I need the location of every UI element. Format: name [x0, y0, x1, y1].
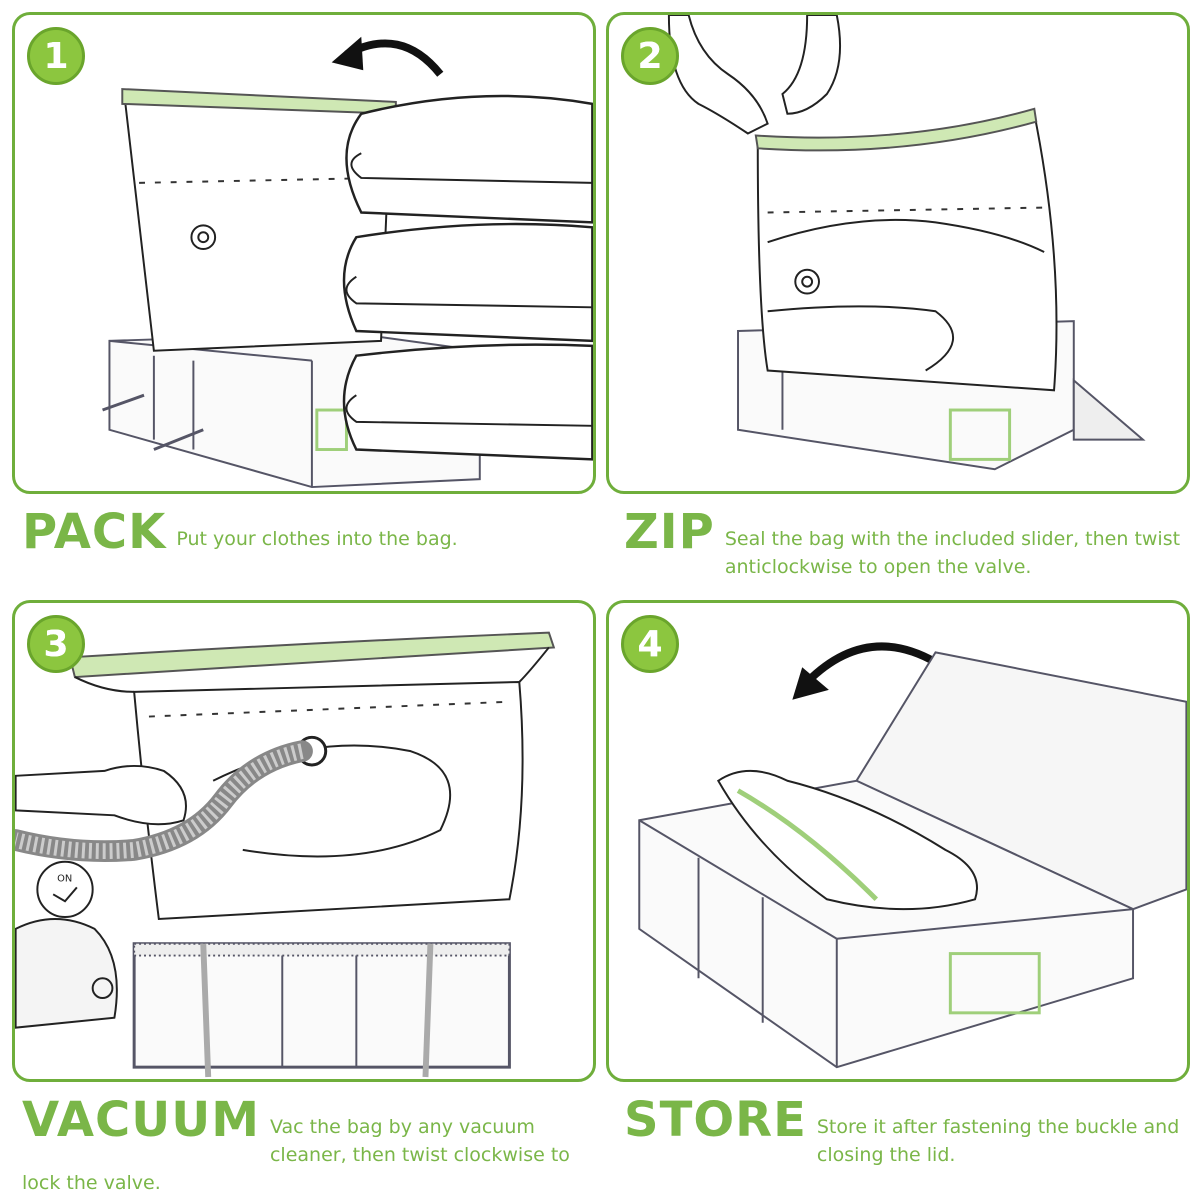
- step-4-title: STORE: [624, 1092, 807, 1148]
- step-2-caption: ZIP Seal the bag with the included slide…: [624, 505, 1199, 581]
- box-lid: [855, 651, 1187, 911]
- arrow-head: [331, 36, 364, 71]
- valve-on-label: ON: [57, 873, 72, 884]
- step-1-badge: 1: [27, 27, 85, 85]
- hand-right-icon: [781, 15, 842, 115]
- bag-zip-strap: [754, 107, 1038, 152]
- step-4-panel: 4: [606, 600, 1190, 1082]
- step-1-title: PACK: [22, 504, 167, 560]
- arrow-head: [792, 667, 829, 700]
- hand-icon: [15, 764, 187, 826]
- step-3-title: VACUUM: [22, 1092, 260, 1148]
- step-1-illustration: [102, 36, 593, 489]
- vacuum-bag: [133, 680, 524, 921]
- step-3-caption: VACUUM Vac the bag by any vacuum cleaner…: [22, 1093, 597, 1197]
- valve-icon: [794, 268, 820, 295]
- step-4-text: Store it after fastening the buckle and …: [816, 1116, 1180, 1166]
- arrow-icon: [804, 642, 938, 685]
- storage-box: [132, 942, 511, 1069]
- hand-left-icon: [667, 15, 769, 135]
- step-2-badge: 2: [621, 27, 679, 85]
- step-2-panel: 2: [606, 12, 1190, 494]
- vacuum-cleaner-icon: [15, 918, 118, 1029]
- step-4-badge: 4: [621, 615, 679, 673]
- valve-callout: [36, 860, 94, 919]
- step-1-panel: 1: [12, 12, 596, 494]
- box-strap: [102, 393, 204, 451]
- step-1-text: Put your clothes into the bag.: [176, 528, 458, 550]
- step-3-text: Vac the bag by any vacuum cleaner, then …: [22, 1116, 570, 1194]
- vacuum-bag: [756, 112, 1058, 392]
- step-2-title: ZIP: [624, 504, 715, 560]
- folded-clothes-3: [342, 343, 593, 461]
- step-4-illustration: [638, 642, 1187, 1069]
- valve-icon: [190, 224, 217, 251]
- folded-clothes-1: [345, 94, 593, 224]
- step-2-illustration: [667, 15, 1146, 471]
- step-3-panel: 3 ON: [12, 600, 596, 1082]
- step-3-badge: 3: [27, 615, 85, 673]
- vacuum-bag: [716, 770, 978, 911]
- step-2-text: Seal the bag with the included slider, t…: [724, 528, 1181, 578]
- bag-zip-strap: [68, 631, 556, 679]
- box-strap: [200, 943, 434, 1078]
- step-3-illustration: ON: [15, 631, 556, 1078]
- bag-zip-strap: [736, 788, 879, 902]
- step-4-caption: STORE Store it after fastening the buckl…: [624, 1093, 1199, 1169]
- folded-clothes-2: [342, 222, 593, 343]
- step-1-caption: PACK Put your clothes into the bag.: [22, 505, 597, 559]
